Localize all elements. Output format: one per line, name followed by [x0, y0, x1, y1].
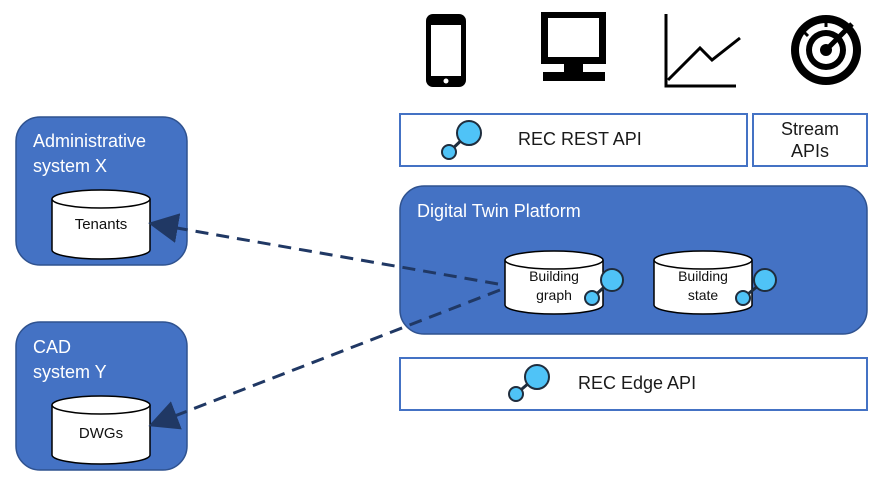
gauge-icon: [791, 15, 861, 85]
stream-apis-line1: Stream: [780, 119, 840, 139]
edge-api-label: REC Edge API: [578, 373, 697, 393]
building-graph-label: Building graph: [505, 267, 603, 305]
tenants-cylinder: [51, 189, 151, 260]
cad-system-title: CAD system Y: [33, 335, 107, 385]
line-chart-icon: [664, 14, 741, 88]
building-graph-line1: Building: [529, 268, 579, 284]
dwgs-label: DWGs: [78, 425, 124, 442]
building-state-line2: state: [687, 287, 719, 303]
cad-system-title-line2: system Y: [33, 362, 107, 382]
building-state-line1: Building: [678, 268, 728, 284]
graph-connector-icon: [584, 268, 624, 306]
dwgs-cylinder: [51, 395, 151, 465]
rest-api-bar[interactable]: [399, 113, 748, 167]
admin-system-title: Administrative system X: [33, 129, 146, 179]
building-graph-line2: graph: [536, 287, 572, 303]
building-state-label: Building state: [654, 267, 752, 305]
admin-system-title-line1: Administrative: [33, 131, 147, 151]
building-state-cylinder: [653, 250, 753, 315]
building-graph-cylinder: [504, 250, 604, 315]
rest-api-label: REC REST API: [518, 129, 642, 149]
smartphone-icon: [426, 14, 466, 87]
stream-apis-bar[interactable]: [752, 113, 868, 167]
admin-system-title-line2: system X: [33, 156, 108, 176]
stream-apis-line2: APIs: [790, 141, 829, 161]
state-connector-icon: [735, 268, 777, 306]
cad-system-title-line1: CAD: [33, 337, 72, 357]
arrow-graph-to-tenants: [148, 213, 499, 286]
stream-apis-label: Stream APIs: [753, 118, 867, 162]
edge-api-bar[interactable]: [399, 357, 868, 411]
edge-api-connector-icon: [508, 364, 550, 402]
dashed-arrows: [148, 213, 501, 430]
tenants-label: Tenants: [74, 216, 128, 233]
platform-title: Digital Twin Platform: [417, 201, 581, 221]
monitor-icon: [541, 12, 606, 81]
rest-api-connector-icon: [441, 120, 482, 160]
